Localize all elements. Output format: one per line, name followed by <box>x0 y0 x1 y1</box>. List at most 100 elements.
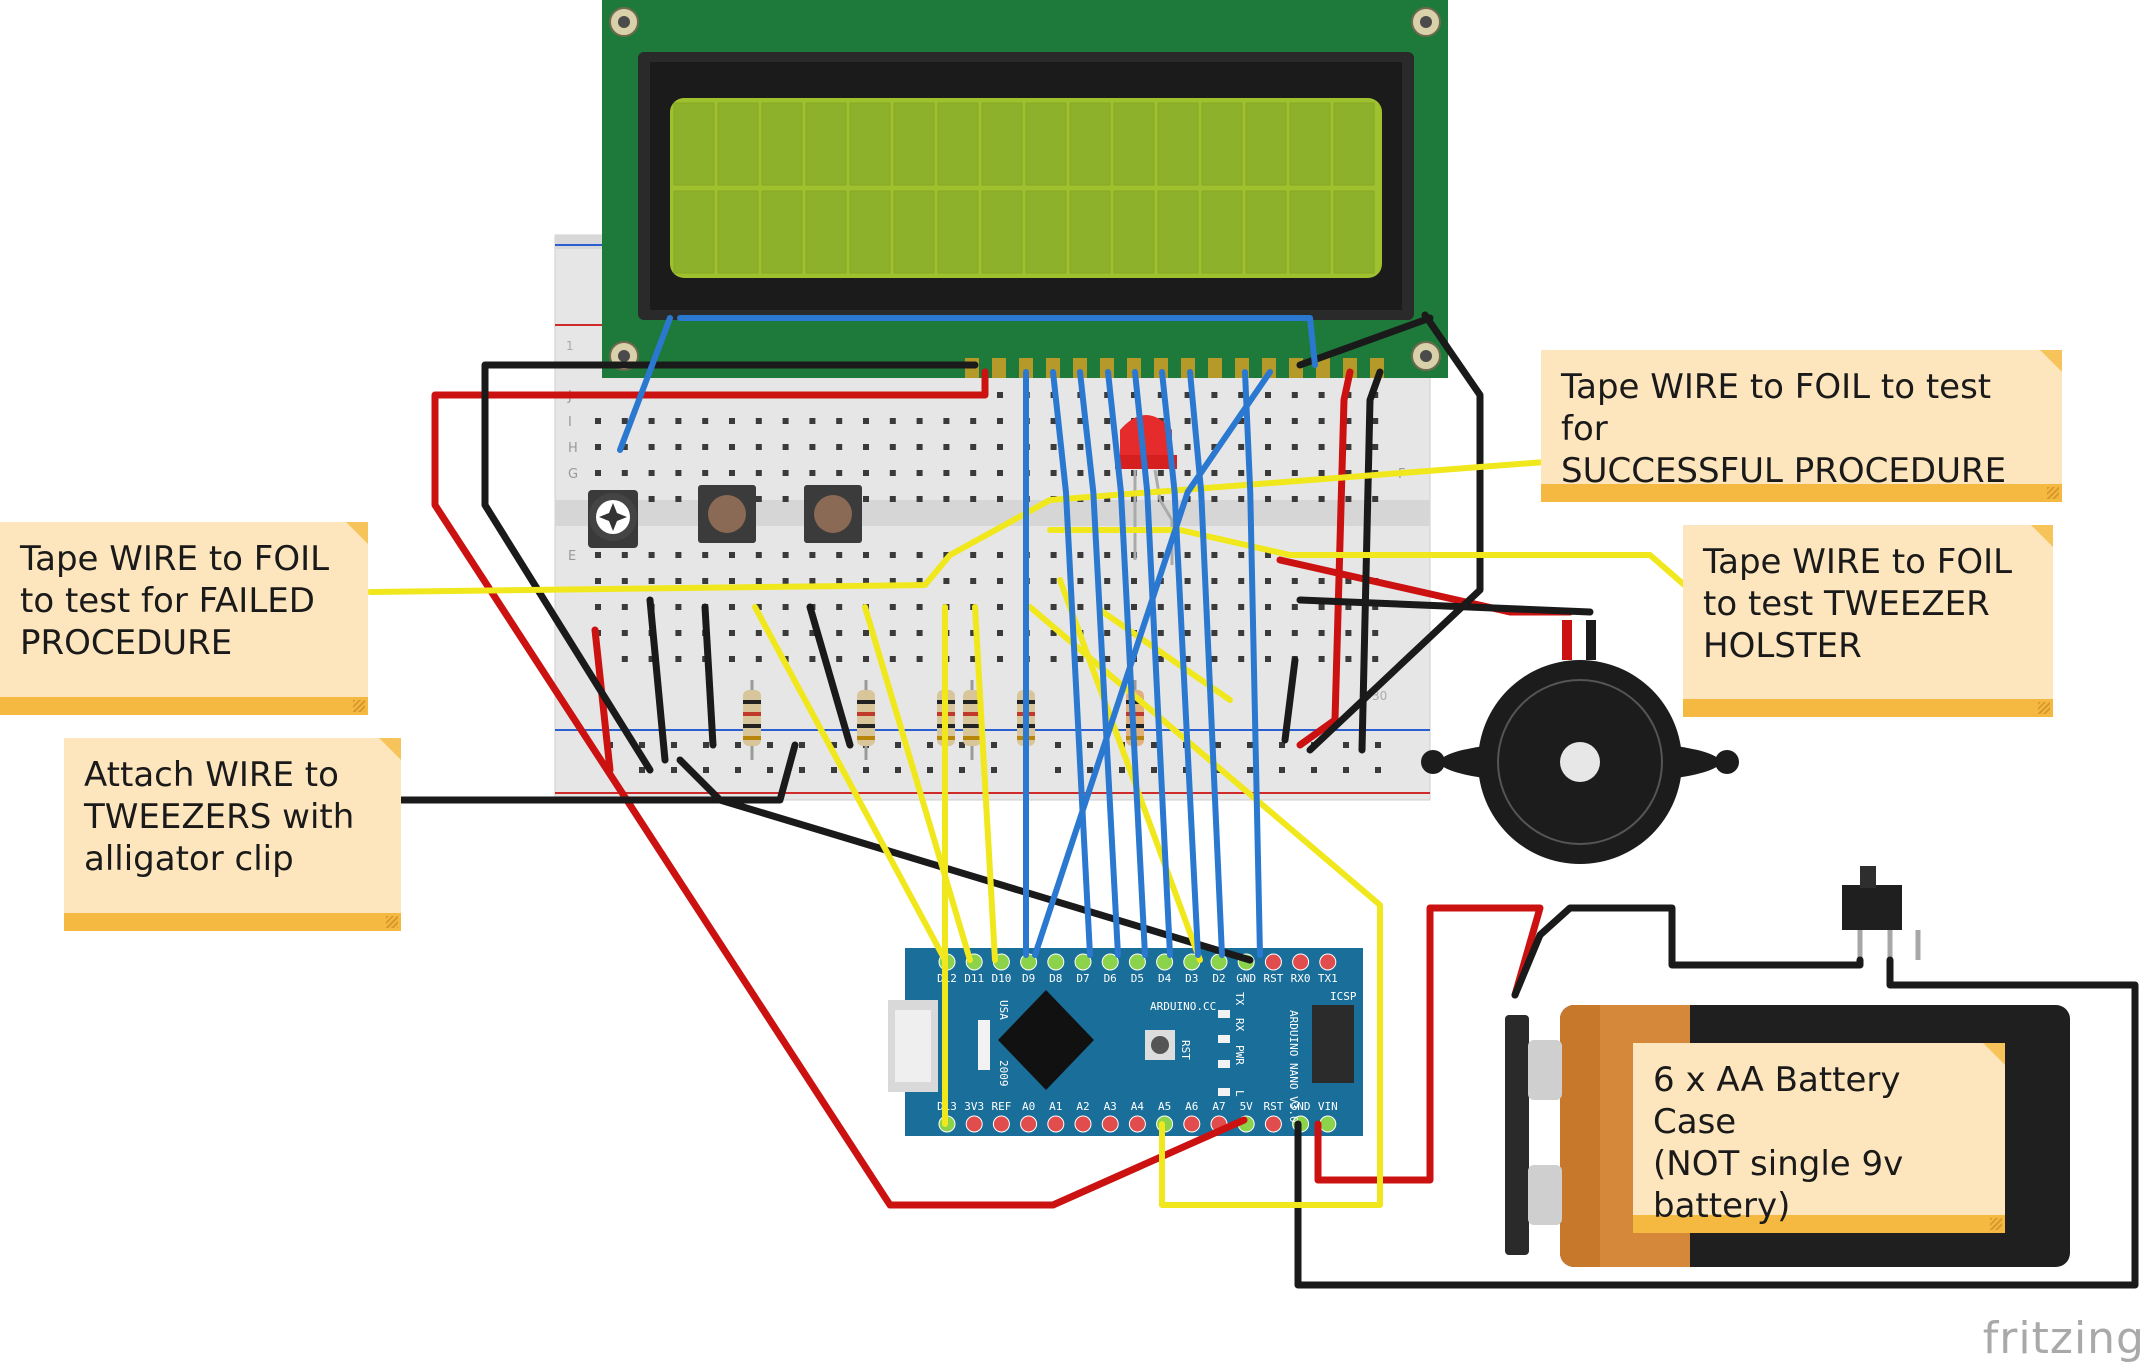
piezo-buzzer-icon <box>1421 620 1739 864</box>
breadboard-hole <box>1050 470 1057 476</box>
nano-pin-label: RST <box>1263 1100 1283 1113</box>
nano-pin-label: A7 <box>1212 1100 1225 1113</box>
wire <box>1159 369 1201 958</box>
rail-hole <box>639 742 645 748</box>
breadboard-hole <box>1238 418 1245 424</box>
breadboard-hole <box>1050 578 1057 584</box>
lcd-character-cell <box>761 190 803 274</box>
breadboard-hole <box>1345 604 1352 610</box>
breadboard-hole <box>809 444 816 450</box>
breadboard-hole <box>1104 656 1111 662</box>
breadboard-hole <box>916 444 923 450</box>
rail-hole <box>1343 742 1349 748</box>
wire <box>806 603 854 749</box>
breadboard-hole <box>702 418 709 424</box>
rail-hole <box>799 767 805 773</box>
lcd-character-cell <box>937 102 979 186</box>
rail-hole <box>895 742 901 748</box>
wire-layer <box>367 311 2139 1289</box>
rail-hole <box>863 767 869 773</box>
breadboard-hole <box>1345 656 1352 662</box>
breadboard-hole <box>1077 656 1084 662</box>
breadboard-hole <box>1184 630 1191 636</box>
nano-pin-label: D5 <box>1131 972 1144 985</box>
nano-pin <box>1292 953 1310 971</box>
nano-year-label: 2009 <box>997 1060 1010 1087</box>
resistor-band <box>1126 700 1144 704</box>
lcd-character-cell <box>1245 190 1287 274</box>
breadboard-hole <box>1184 604 1191 610</box>
resistor-band <box>857 700 875 704</box>
breadboard-hole <box>1318 470 1325 476</box>
breadboard-hole <box>836 444 843 450</box>
potentiometer-icon <box>588 490 638 548</box>
rail-hole <box>1087 742 1093 748</box>
breadboard-hole <box>1238 656 1245 662</box>
breadboard-hole <box>863 496 869 502</box>
lcd-header-pins <box>965 358 1384 378</box>
lcd-character-cell <box>1069 102 1111 186</box>
breadboard-hole <box>1157 604 1164 610</box>
lcd-pin <box>1073 358 1087 378</box>
breadboard-hole <box>1265 496 1271 502</box>
breadboard-hole <box>729 656 735 662</box>
wire <box>701 603 717 749</box>
breadboard-hole <box>1345 444 1352 450</box>
rail-hole <box>959 742 965 748</box>
breadboard-hole <box>1238 392 1245 398</box>
nano-pin <box>1183 1115 1201 1133</box>
nano-rst-label: RST <box>1179 1040 1192 1060</box>
breadboard-hole <box>1050 656 1057 662</box>
breadboard-hole <box>1211 392 1218 398</box>
wire <box>676 756 1254 964</box>
breadboard-hole <box>889 552 896 558</box>
lcd-character-cell <box>1333 102 1375 186</box>
breadboard-hole <box>675 578 682 584</box>
breadboard-hole <box>1265 470 1271 476</box>
wire <box>1032 369 1273 958</box>
breadboard-hole <box>1157 630 1164 636</box>
breadboard-hole <box>1345 630 1352 636</box>
breadboard-hole <box>836 630 843 636</box>
lcd-character-cell <box>1157 190 1199 274</box>
lcd-character-cell <box>1245 102 1287 186</box>
breadboard-hole <box>889 630 896 636</box>
wire <box>1105 369 1148 958</box>
breadboard-hole <box>729 552 735 558</box>
breadboard-hole <box>782 418 789 424</box>
lcd-character-cell <box>717 102 759 186</box>
breadboard-hole <box>1211 604 1218 610</box>
pushbutton-icon <box>698 485 862 543</box>
breadboard-hole <box>997 496 1003 502</box>
breadboard-hole <box>675 418 682 424</box>
note-resize-icon <box>353 700 365 712</box>
breadboard-hole <box>943 444 950 450</box>
note-holster-text: Tape WIRE to FOIL to test TWEEZER HOLSTE… <box>1703 542 2013 666</box>
rail-hole <box>1279 767 1285 773</box>
breadboard-hole <box>1372 444 1379 450</box>
rail-hole <box>1055 742 1061 748</box>
breadboard-hole <box>970 552 977 558</box>
lcd-character-cell <box>981 102 1023 186</box>
breadboard-hole <box>1104 444 1111 450</box>
rail-hole <box>671 742 677 748</box>
breadboard-hole <box>1238 444 1245 450</box>
breadboard-hole <box>782 496 789 502</box>
note-tweezer-holster: Tape WIRE to FOIL to test TWEEZER HOLSTE… <box>1683 525 2053 717</box>
nano-pin <box>1128 953 1146 971</box>
note-failed-text: Tape WIRE to FOIL to test for FAILED PRO… <box>20 539 330 663</box>
breadboard-hole <box>1157 392 1164 398</box>
breadboard-hole <box>1238 578 1245 584</box>
slide-switch-icon <box>1842 866 1921 960</box>
breadboard-hole <box>1131 604 1137 610</box>
lcd-character-cell <box>1157 102 1199 186</box>
breadboard-hole <box>1291 630 1298 636</box>
wire <box>1296 368 1354 749</box>
note-resize-icon <box>386 916 398 928</box>
breadboard-hole <box>675 656 682 662</box>
rail-hole <box>703 767 709 773</box>
breadboard-hole <box>1291 392 1298 398</box>
nano-pin <box>1128 1115 1146 1133</box>
rail-hole <box>735 767 741 773</box>
nano-pin-label: D8 <box>1049 972 1062 985</box>
